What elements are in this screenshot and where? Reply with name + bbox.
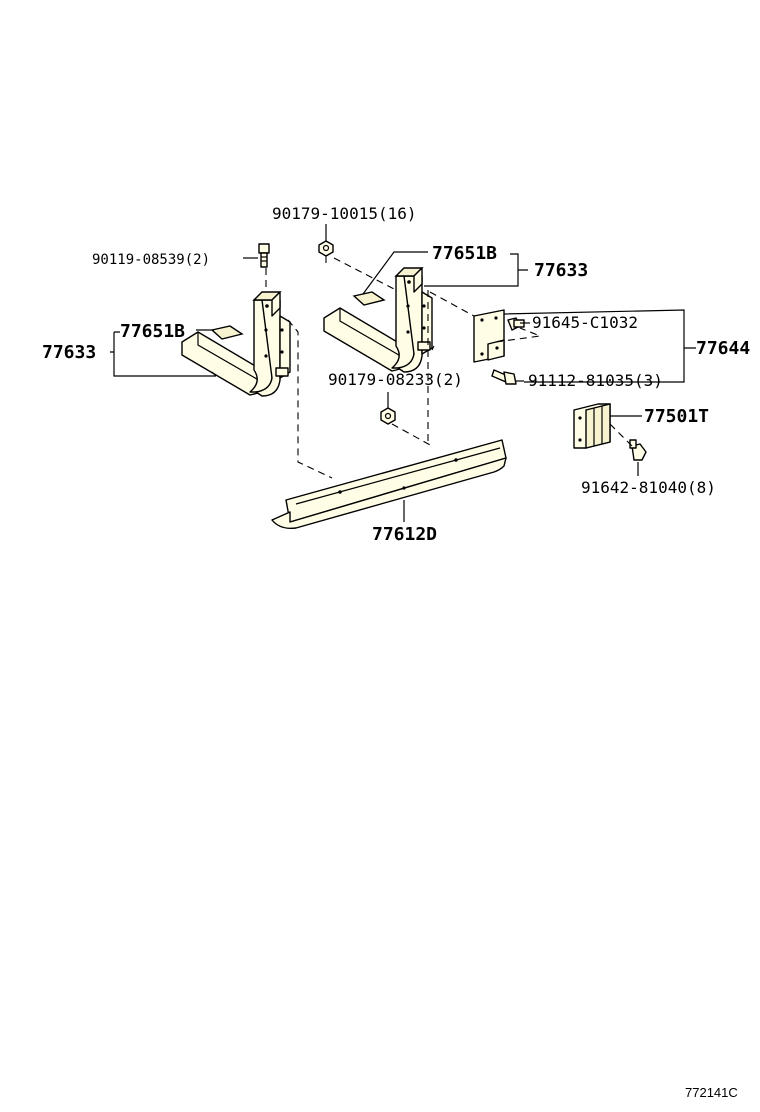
right-bracket-77633: [323, 267, 433, 373]
step-77612D: [271, 439, 507, 530]
assembly-dashed-lines: [265, 256, 633, 479]
label-77633-right: 77633: [534, 260, 588, 281]
label-91112-81035: 91112-81035(3): [528, 371, 663, 390]
label-90179-08233: 90179-08233(2): [328, 370, 463, 389]
bolt-91645-C1032: [507, 317, 525, 331]
bolt-90119-08539: [258, 243, 270, 268]
bolt-91112-81035: [491, 369, 517, 385]
nut-90179-08233: [380, 407, 396, 425]
left-bracket-77633: [181, 291, 291, 397]
label-77501T: 77501T: [644, 406, 709, 427]
plate-77501T: [573, 403, 611, 449]
label-77644: 77644: [696, 338, 750, 359]
label-77633-left: 77633: [42, 342, 96, 363]
label-77651B-left: 77651B: [120, 321, 185, 342]
bolt-91642-81040: [629, 439, 647, 461]
bracket-77644: [473, 309, 543, 363]
leader-lines: [110, 224, 696, 522]
label-77651B-right: 77651B: [432, 243, 497, 264]
label-91645-C1032: 91645-C1032: [532, 313, 638, 332]
right-pad-77651B: [352, 291, 386, 306]
label-90179-10015: 90179-10015(16): [272, 204, 417, 223]
figure-id: 772141C: [685, 1085, 738, 1100]
left-pad-77651B: [210, 325, 244, 340]
label-91642-81040: 91642-81040(8): [581, 478, 716, 497]
label-90119-08539: 90119-08539(2): [92, 252, 210, 268]
nut-90179-10015: [318, 240, 334, 257]
label-77612D: 77612D: [372, 524, 437, 545]
